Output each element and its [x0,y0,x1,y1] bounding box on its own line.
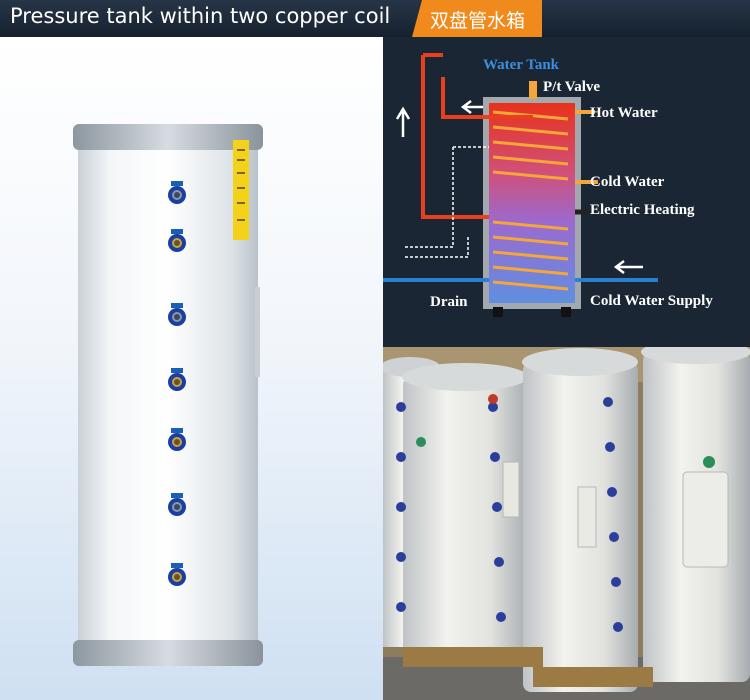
warehouse-tank-4 [641,347,750,682]
header-bar: Pressure tank within two copper coil 双盘管… [0,0,750,37]
water-tank-diagram: Water Tank P/t Valve Hot Water Cold Wate… [383,37,750,347]
title-tag: 双盘管水箱 [412,0,542,37]
label-cold-water-supply: Cold Water Supply [590,293,713,309]
warehouse-tank-3 [522,348,638,692]
label-electric-heating: Electric Heating [590,202,695,218]
title-tag-label: 双盘管水箱 [430,10,526,32]
diagram-title: Water Tank [483,57,560,73]
page-title: Pressure tank within two copper coil [10,4,391,28]
label-drain: Drain [430,294,468,310]
tank-fittings [168,181,186,586]
warehouse-tank-2 [402,363,528,667]
warehouse-photo [383,347,750,700]
label-pt-valve: P/t Valve [543,79,601,95]
tank-main [73,124,263,666]
product-photo [0,37,383,700]
label-cold-water: Cold Water [590,174,665,190]
label-hot-water: Hot Water [590,105,658,121]
